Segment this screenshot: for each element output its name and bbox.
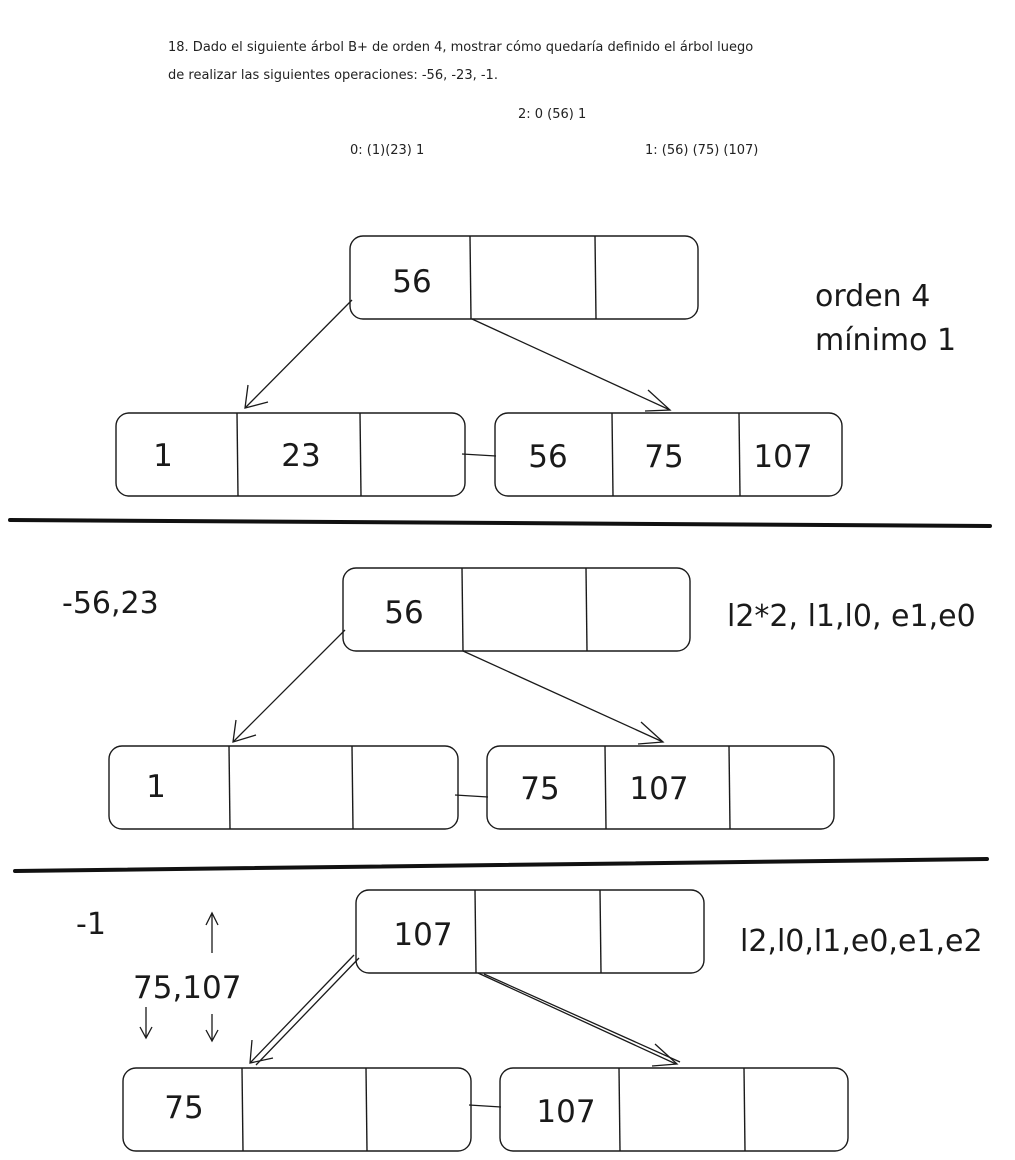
stage-2-trace-label: l2*2, l1,l0, e1,e0 bbox=[727, 599, 976, 634]
stage-3-right-key-1: 107 bbox=[536, 1094, 595, 1130]
separator-line-1 bbox=[8, 518, 992, 528]
stage-1-right-key-1: 56 bbox=[528, 439, 567, 475]
stage-1-leaf-link bbox=[461, 453, 497, 457]
stage-2-operation-label: -56,23 bbox=[62, 586, 159, 621]
stage-2-pointer-arrows bbox=[232, 629, 665, 745]
stage-1-left-key-1: 1 bbox=[153, 438, 173, 474]
stage-2-root-key-1: 56 bbox=[384, 595, 423, 631]
stage-1-pointer-arrows bbox=[244, 299, 672, 412]
stage-3-pointer-arrows bbox=[249, 954, 681, 1067]
separator-line-2 bbox=[13, 857, 989, 873]
stage-3-side-note: 75,107 bbox=[133, 970, 241, 1006]
stage-2-root-node: 56 bbox=[342, 567, 691, 652]
stage-2-left-key-1: 1 bbox=[146, 769, 166, 805]
stage-3-left-key-1: 75 bbox=[164, 1090, 203, 1126]
stage-1-left-leaf-node: 1 23 bbox=[115, 412, 466, 497]
stage-3-leaf-link bbox=[468, 1104, 502, 1108]
leaf-node-1-description: 1: (56) (75) (107) bbox=[645, 143, 759, 158]
stage-2-left-leaf-node: 1 bbox=[108, 745, 459, 830]
stage-1-tree: 56 1 23 56 75 107 orden 4 mínimo 1 bbox=[115, 235, 956, 497]
order-note: orden 4 bbox=[815, 279, 930, 314]
problem-statement-line-1: 18. Dado el siguiente árbol B+ de orden … bbox=[168, 40, 754, 55]
root-node-description: 2: 0 (56) 1 bbox=[518, 107, 587, 122]
stage-3-operation-label: -1 bbox=[76, 907, 106, 942]
stage-3-root-node: 107 bbox=[355, 889, 705, 974]
stage-3-root-key-1: 107 bbox=[393, 917, 452, 953]
stage-1-root-key-1: 56 bbox=[392, 264, 431, 300]
stage-3-side-arrows bbox=[139, 911, 219, 1043]
stage-1-root-node: 56 bbox=[349, 235, 699, 320]
stage-1-left-key-2: 23 bbox=[281, 438, 320, 474]
stage-2-right-key-1: 75 bbox=[520, 771, 559, 807]
stage-1-right-key-2: 75 bbox=[644, 439, 683, 475]
stage-3-right-leaf-node: 107 bbox=[499, 1067, 849, 1152]
stage-1-right-leaf-node: 56 75 107 bbox=[494, 412, 843, 497]
stage-2-right-leaf-node: 75 107 bbox=[486, 745, 835, 830]
minimum-note: mínimo 1 bbox=[815, 323, 956, 358]
stage-2-right-key-2: 107 bbox=[629, 771, 688, 807]
problem-statement-line-2: de realizar las siguientes operaciones: … bbox=[168, 68, 498, 83]
stage-2-tree: -56,23 l2*2, l1,l0, e1,e0 56 1 75 107 bbox=[62, 567, 976, 830]
stage-3-left-leaf-node: 75 bbox=[122, 1067, 472, 1152]
stage-3-tree: -1 l2,l0,l1,e0,e1,e2 75,107 107 bbox=[76, 889, 983, 1152]
stage-2-leaf-link bbox=[454, 794, 489, 798]
stage-1-right-key-3: 107 bbox=[753, 439, 812, 475]
leaf-node-0-description: 0: (1)(23) 1 bbox=[350, 143, 425, 158]
stage-3-trace-label: l2,l0,l1,e0,e1,e2 bbox=[740, 924, 983, 959]
